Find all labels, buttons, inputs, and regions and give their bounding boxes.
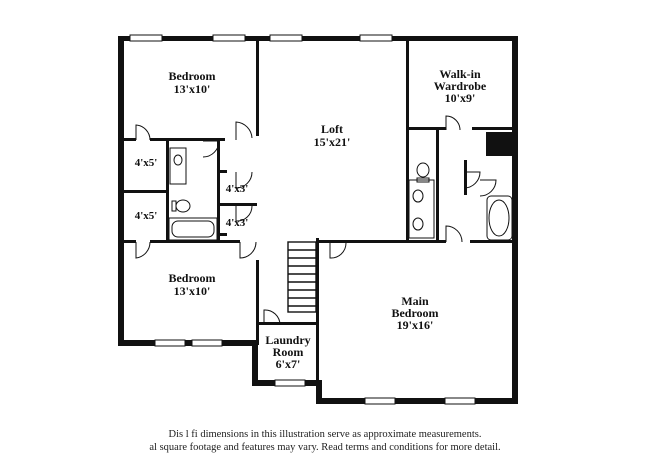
- laundry-name-1: Laundry: [265, 333, 310, 347]
- bedroom-bottom-name: Bedroom: [168, 271, 215, 285]
- bedroom-top-dims: 13'x10': [174, 82, 211, 96]
- main-bedroom-name-2: Bedroom: [391, 306, 438, 320]
- main-bedroom-name-1: Main: [401, 294, 429, 308]
- closet-a-dims: 4'x5': [135, 157, 158, 169]
- closet-c-dims: 4'x3': [226, 183, 249, 195]
- interior-walls: [124, 41, 515, 383]
- main-bedroom-dims: 19'x16': [397, 318, 434, 332]
- stairs: [287, 241, 317, 313]
- door-swings: [135, 115, 497, 326]
- walkin-name-1: Walk-in: [439, 67, 481, 81]
- walkin-dims: 10'x9': [445, 91, 476, 105]
- walkin-name-2: Wardrobe: [434, 79, 487, 93]
- loft-name: Loft: [321, 122, 343, 136]
- floor-plan: Bedroom 13'x10' Loft 15'x21' Walk-in War…: [118, 34, 518, 405]
- sink-shared: [169, 147, 187, 185]
- laundry-dims: 6'x7': [276, 357, 301, 371]
- windows: [129, 34, 476, 405]
- disclaimer: Dis l fi dimensions in this illustration…: [0, 428, 650, 454]
- bathtub-shared: [168, 217, 218, 241]
- laundry-name-2: Room: [273, 345, 304, 359]
- closet-d-dims: 4'x3': [226, 217, 249, 229]
- vanity-main: [408, 179, 435, 239]
- fixtures: [168, 147, 513, 241]
- disclaimer-line-1: Dis l fi dimensions in this illustration…: [168, 429, 482, 440]
- loft-dims: 15'x21': [314, 135, 351, 149]
- closet-b-dims: 4'x5': [135, 210, 158, 222]
- disclaimer-line-2: al square footage and features may vary.…: [149, 442, 501, 453]
- bedroom-bottom-dims: 13'x10': [174, 284, 211, 298]
- toilet-shared: [175, 199, 191, 213]
- chimney-column: [486, 132, 512, 156]
- room-labels: Bedroom 13'x10' Loft 15'x21' Walk-in War…: [135, 67, 487, 371]
- toilet-main: [416, 162, 430, 178]
- bedroom-top-name: Bedroom: [168, 69, 215, 83]
- bathtub-main: [486, 195, 513, 241]
